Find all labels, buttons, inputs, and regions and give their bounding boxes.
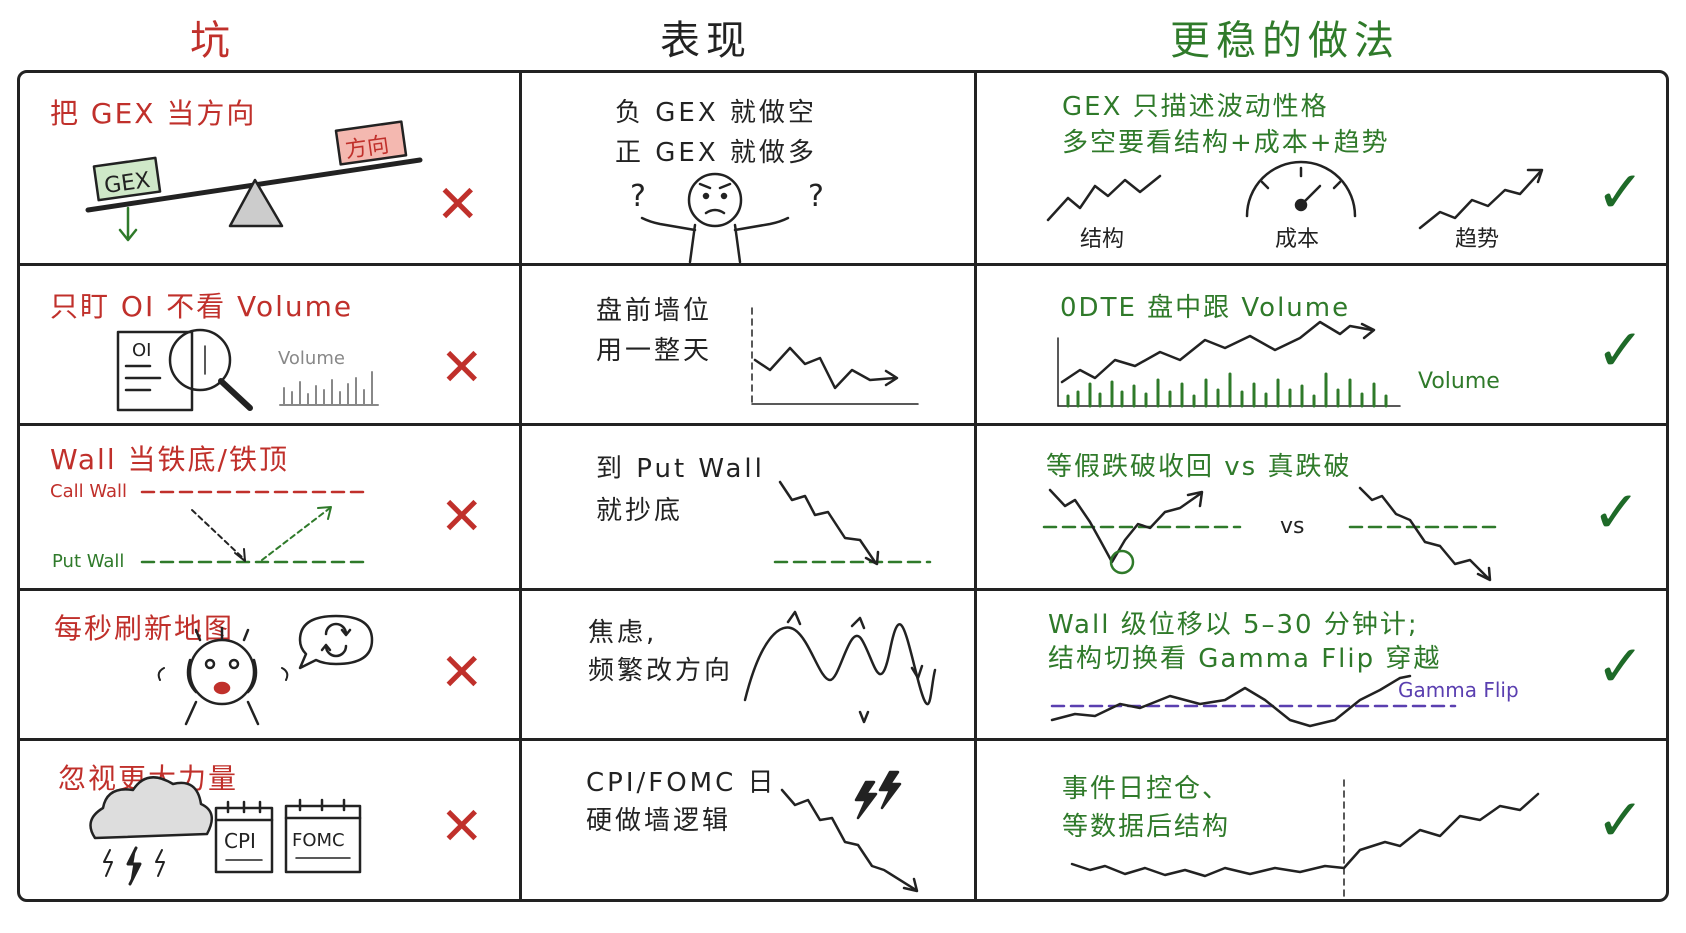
check-mark: ✓ [1596,316,1645,384]
gauge-icon [1245,160,1357,218]
check-mark: ✓ [1596,158,1645,226]
row3-symptom-line2: 就抄底 [596,496,684,526]
volume-bars-small [279,371,379,406]
check-mark: ✓ [1596,786,1645,854]
row1-better-line1: GEX 只描述波动性格 [1062,92,1329,122]
column-divider [974,70,977,902]
put-wall-break-chart [773,480,932,566]
volume-small-label: Volume [278,348,345,369]
volume-label: Volume [1418,369,1500,394]
event-day-chart [1070,779,1540,899]
cross-mark: ✕ [440,797,484,857]
direction-box-label: 方向 [344,133,391,164]
row2-symptom-line2: 用一整天 [596,336,713,366]
row2-symptom-line1: 盘前墙位 [596,296,713,326]
event-drop-chart [780,788,919,893]
row5-symptom-line1: CPI/FOMC 日 [586,768,777,798]
header-pitfall: 坑 [190,18,236,64]
cpi-label: CPI [224,829,256,853]
row-divider [17,263,1669,266]
lightning-icon [854,770,902,820]
row5-better-line2: 等数据后结构 [1062,812,1231,842]
gamma-flip-chart [1050,674,1457,728]
column-divider [519,70,522,902]
row-divider [17,738,1669,741]
confused-person-icon [640,172,790,264]
wall-bounce-diagram [140,490,372,564]
true-break-chart [1348,486,1502,582]
label-trend: 趋势 [1455,227,1499,252]
row1-pitfall: 把 GEX 当方向 [50,97,257,130]
row-divider [17,423,1669,426]
row3-pitfall: Wall 当铁底/铁顶 [50,443,289,476]
oi-label: OI [132,340,151,361]
cross-mark: ✕ [440,338,484,398]
row1-better-line2: 多空要看结构+成本+趋势 [1062,128,1390,158]
question-mark-right: ? [808,179,824,214]
trend-arrow [1526,168,1544,184]
false-break-chart [1042,488,1242,575]
premarket-chart [751,307,919,405]
oscillation-chart [743,610,937,724]
row4-better-line2: 结构切换看 Gamma Flip 穿越 [1048,644,1442,674]
row4-symptom-line1: 焦虑, [588,618,658,648]
check-mark: ✓ [1592,478,1641,546]
row2-better-line1: 0DTE 盘中跟 Volume [1060,293,1351,323]
row5-symptom-line2: 硬做墙逻辑 [586,806,732,836]
calendar-icon [214,798,362,874]
vs-label: vs [1280,514,1304,539]
fomc-label: FOMC [292,830,345,851]
refresh-icon [298,614,374,670]
stressed-person-icon [157,626,289,726]
row-divider [17,588,1669,591]
row1-symptom-line1: 负 GEX 就做空 [615,98,817,128]
check-mark: ✓ [1596,632,1645,700]
cross-mark: ✕ [440,643,484,703]
header-symptom: 表现 [660,18,752,64]
label-cost: 成本 [1275,227,1319,252]
trend-line [1418,170,1542,230]
row4-symptom-line2: 频繁改方向 [588,656,734,686]
magnifier-icon [116,328,253,412]
table-frame [17,70,1669,902]
intraday-volume-chart [1057,320,1401,408]
cross-mark: ✕ [436,175,480,235]
row5-better-line1: 事件日控仓、 [1062,774,1231,804]
question-mark-left: ? [630,179,646,214]
seesaw-icon [85,120,423,242]
header-better: 更稳的做法 [1170,18,1400,64]
put-wall-label: Put Wall [52,551,124,572]
cross-mark: ✕ [440,487,484,547]
storm-cloud-icon [89,776,214,886]
row4-better-line1: Wall 级位移以 5–30 分钟计; [1048,610,1419,640]
call-wall-label: Call Wall [50,481,127,502]
row4-pitfall: 每秒刷新地图 [54,612,235,645]
label-structure: 结构 [1080,227,1124,252]
gamma-flip-label: Gamma Flip [1398,678,1519,702]
row1-symptom-line2: 正 GEX 就做多 [615,138,817,168]
row3-better-line1: 等假跌破收回 vs 真跌破 [1046,452,1352,482]
structure-line [1046,174,1162,222]
row3-symptom-line1: 到 Put Wall [596,454,765,484]
row2-pitfall: 只盯 OI 不看 Volume [50,290,354,323]
